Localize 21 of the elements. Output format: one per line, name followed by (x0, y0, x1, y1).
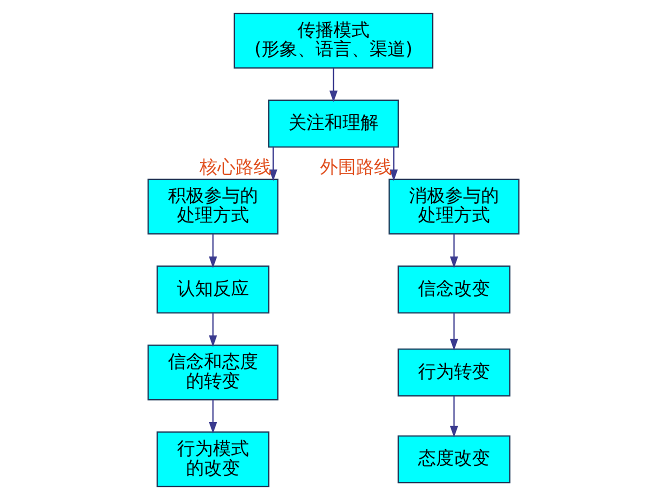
node-box: 传播模式 (形象、语言、渠道) (234, 12, 434, 69)
node-box: 行为模式的改变 (156, 431, 270, 488)
node-box: 行为转变 (398, 348, 510, 396)
node-box: 认知反应 (156, 266, 270, 314)
arrow (450, 396, 458, 438)
node-box: 态度改变 (398, 435, 510, 484)
node-box: 信念和态度的转变 (148, 344, 278, 400)
node-box: 积极参与的处理方式 (148, 178, 278, 234)
edge-label: 外围路线 (320, 157, 392, 178)
edge-label: 核心路线 (200, 157, 272, 178)
node-box: 信念改变 (398, 266, 510, 314)
arrow (208, 313, 218, 347)
node-box: 消极参与的处理方式 (388, 178, 520, 234)
arrow (329, 68, 338, 102)
arrow (450, 234, 458, 268)
arrow (208, 234, 218, 268)
node-box: 关注和理解 (268, 100, 399, 148)
arrow (450, 313, 458, 351)
arrow (208, 400, 218, 434)
arrow (390, 147, 398, 182)
arrow (269, 147, 278, 182)
